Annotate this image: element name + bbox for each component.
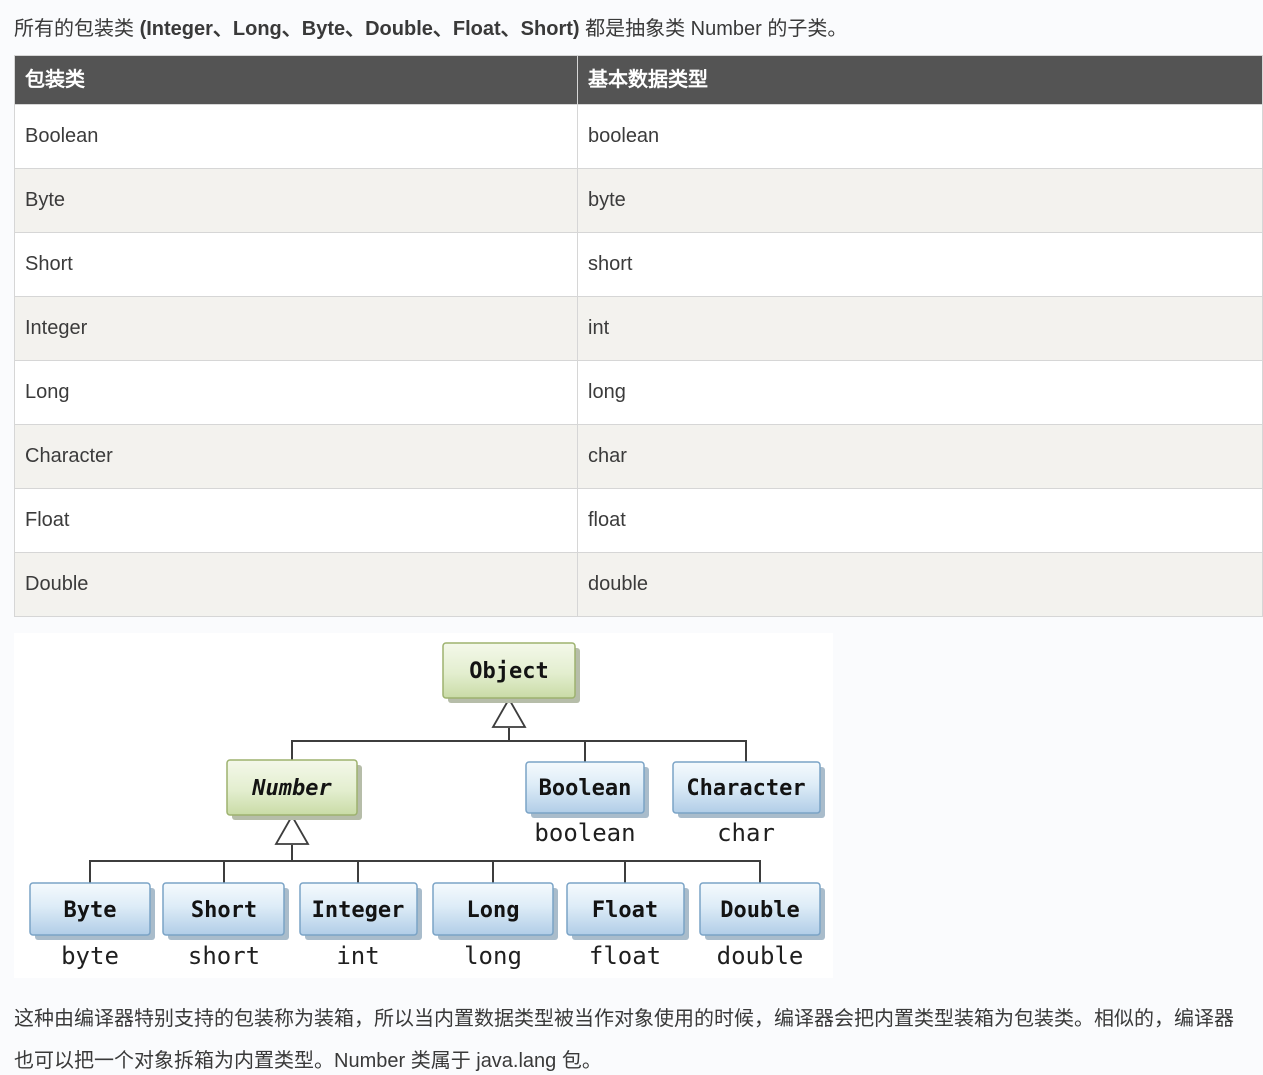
primitive-type-cell: boolean (577, 104, 1263, 169)
class-hierarchy-diagram: Object Number Boolean boolean Character (14, 633, 833, 978)
diagram-node-byte: Byte byte (29, 882, 155, 970)
node-box (226, 759, 358, 816)
node-label: Boolean (539, 776, 632, 801)
node-label: Object (469, 659, 548, 684)
wrapper-class-cell: Boolean (14, 104, 578, 169)
node-box (162, 882, 285, 936)
wrapper-class-cell: Float (14, 488, 578, 553)
node-label: Number (251, 776, 332, 801)
primitive-type-cell: short (577, 232, 1263, 297)
column-header-wrapper-class: 包装类 (14, 55, 578, 105)
table-row: Boolean boolean (14, 104, 1263, 169)
table-header-row: 包装类 基本数据类型 (14, 55, 1263, 105)
primitive-type-cell: float (577, 488, 1263, 553)
diagram-node-long: Long long (432, 882, 558, 970)
primitive-type-cell: char (577, 424, 1263, 489)
primitive-type-cell: int (577, 296, 1263, 361)
table-row: Float float (14, 488, 1263, 553)
intro-paragraph: 所有的包装类 (Integer、Long、Byte、Double、Float、S… (14, 0, 1263, 55)
primitive-type-cell: long (577, 360, 1263, 425)
table-row: Long long (14, 360, 1263, 425)
primitive-label: short (188, 942, 260, 970)
node-label: Double (720, 898, 799, 923)
wrapper-class-cell: Integer (14, 296, 578, 361)
primitive-type-cell: double (577, 552, 1263, 617)
node-label: Long (467, 898, 520, 923)
outro-paragraph: 这种由编译器特别支持的包装称为装箱，所以当内置数据类型被当作对象使用的时候，编译… (14, 1008, 1234, 1072)
node-box (432, 882, 554, 936)
diagram-node-integer: Integer int (299, 882, 422, 970)
node-box (299, 882, 418, 936)
diagram-node-number: Number (226, 759, 362, 820)
intro-text-before: 所有的包装类 (14, 18, 140, 40)
inheritance-arrow-to-object-icon (491, 697, 527, 728)
node-box (672, 761, 821, 814)
diagram-node-boolean: Boolean boolean (525, 761, 649, 847)
primitive-label: int (336, 942, 379, 970)
node-box (566, 882, 685, 936)
primitive-label: float (589, 942, 661, 970)
wrapper-class-cell: Long (14, 360, 578, 425)
intro-text-after: 都是抽象类 Number 的子类。 (579, 18, 848, 40)
node-box (699, 882, 821, 936)
primitive-label: char (717, 819, 775, 847)
primitive-label: boolean (534, 819, 635, 847)
column-header-primitive-type: 基本数据类型 (577, 55, 1263, 105)
table-row: Character char (14, 424, 1263, 489)
node-label: Integer (312, 898, 405, 923)
diagram-node-float: Float float (566, 882, 689, 970)
primitive-type-cell: byte (577, 168, 1263, 233)
node-label: Short (191, 898, 257, 923)
table-row: Byte byte (14, 168, 1263, 233)
wrapper-class-cell: Double (14, 552, 578, 617)
node-label: Float (592, 898, 658, 923)
hierarchy-diagram-svg: Object Number Boolean boolean Character (29, 642, 825, 970)
intro-text-bold: (Integer、Long、Byte、Double、Float、Short) (139, 18, 580, 40)
diagram-node-double: Double double (699, 882, 825, 970)
primitive-label: byte (61, 942, 119, 970)
node-box (29, 882, 151, 936)
number-children-connector (89, 845, 761, 883)
node-box (442, 642, 576, 699)
primitive-label: double (717, 942, 804, 970)
object-children-connector (291, 728, 747, 762)
wrapper-class-cell: Character (14, 424, 578, 489)
primitive-label: long (464, 942, 522, 970)
wrapper-primitive-table: 包装类 基本数据类型 Boolean boolean Byte byte Sho… (14, 55, 1263, 617)
node-box (525, 761, 645, 814)
table-row: Integer int (14, 296, 1263, 361)
inheritance-arrow-to-number-icon (274, 814, 310, 845)
diagram-node-short: Short short (162, 882, 289, 970)
node-label: Byte (64, 898, 117, 923)
wrapper-class-cell: Byte (14, 168, 578, 233)
diagram-node-object: Object (442, 642, 580, 703)
diagram-node-character: Character char (672, 761, 825, 847)
node-label: Character (686, 776, 805, 801)
table-row: Double double (14, 552, 1263, 617)
table-row: Short short (14, 232, 1263, 297)
wrapper-class-cell: Short (14, 232, 578, 297)
